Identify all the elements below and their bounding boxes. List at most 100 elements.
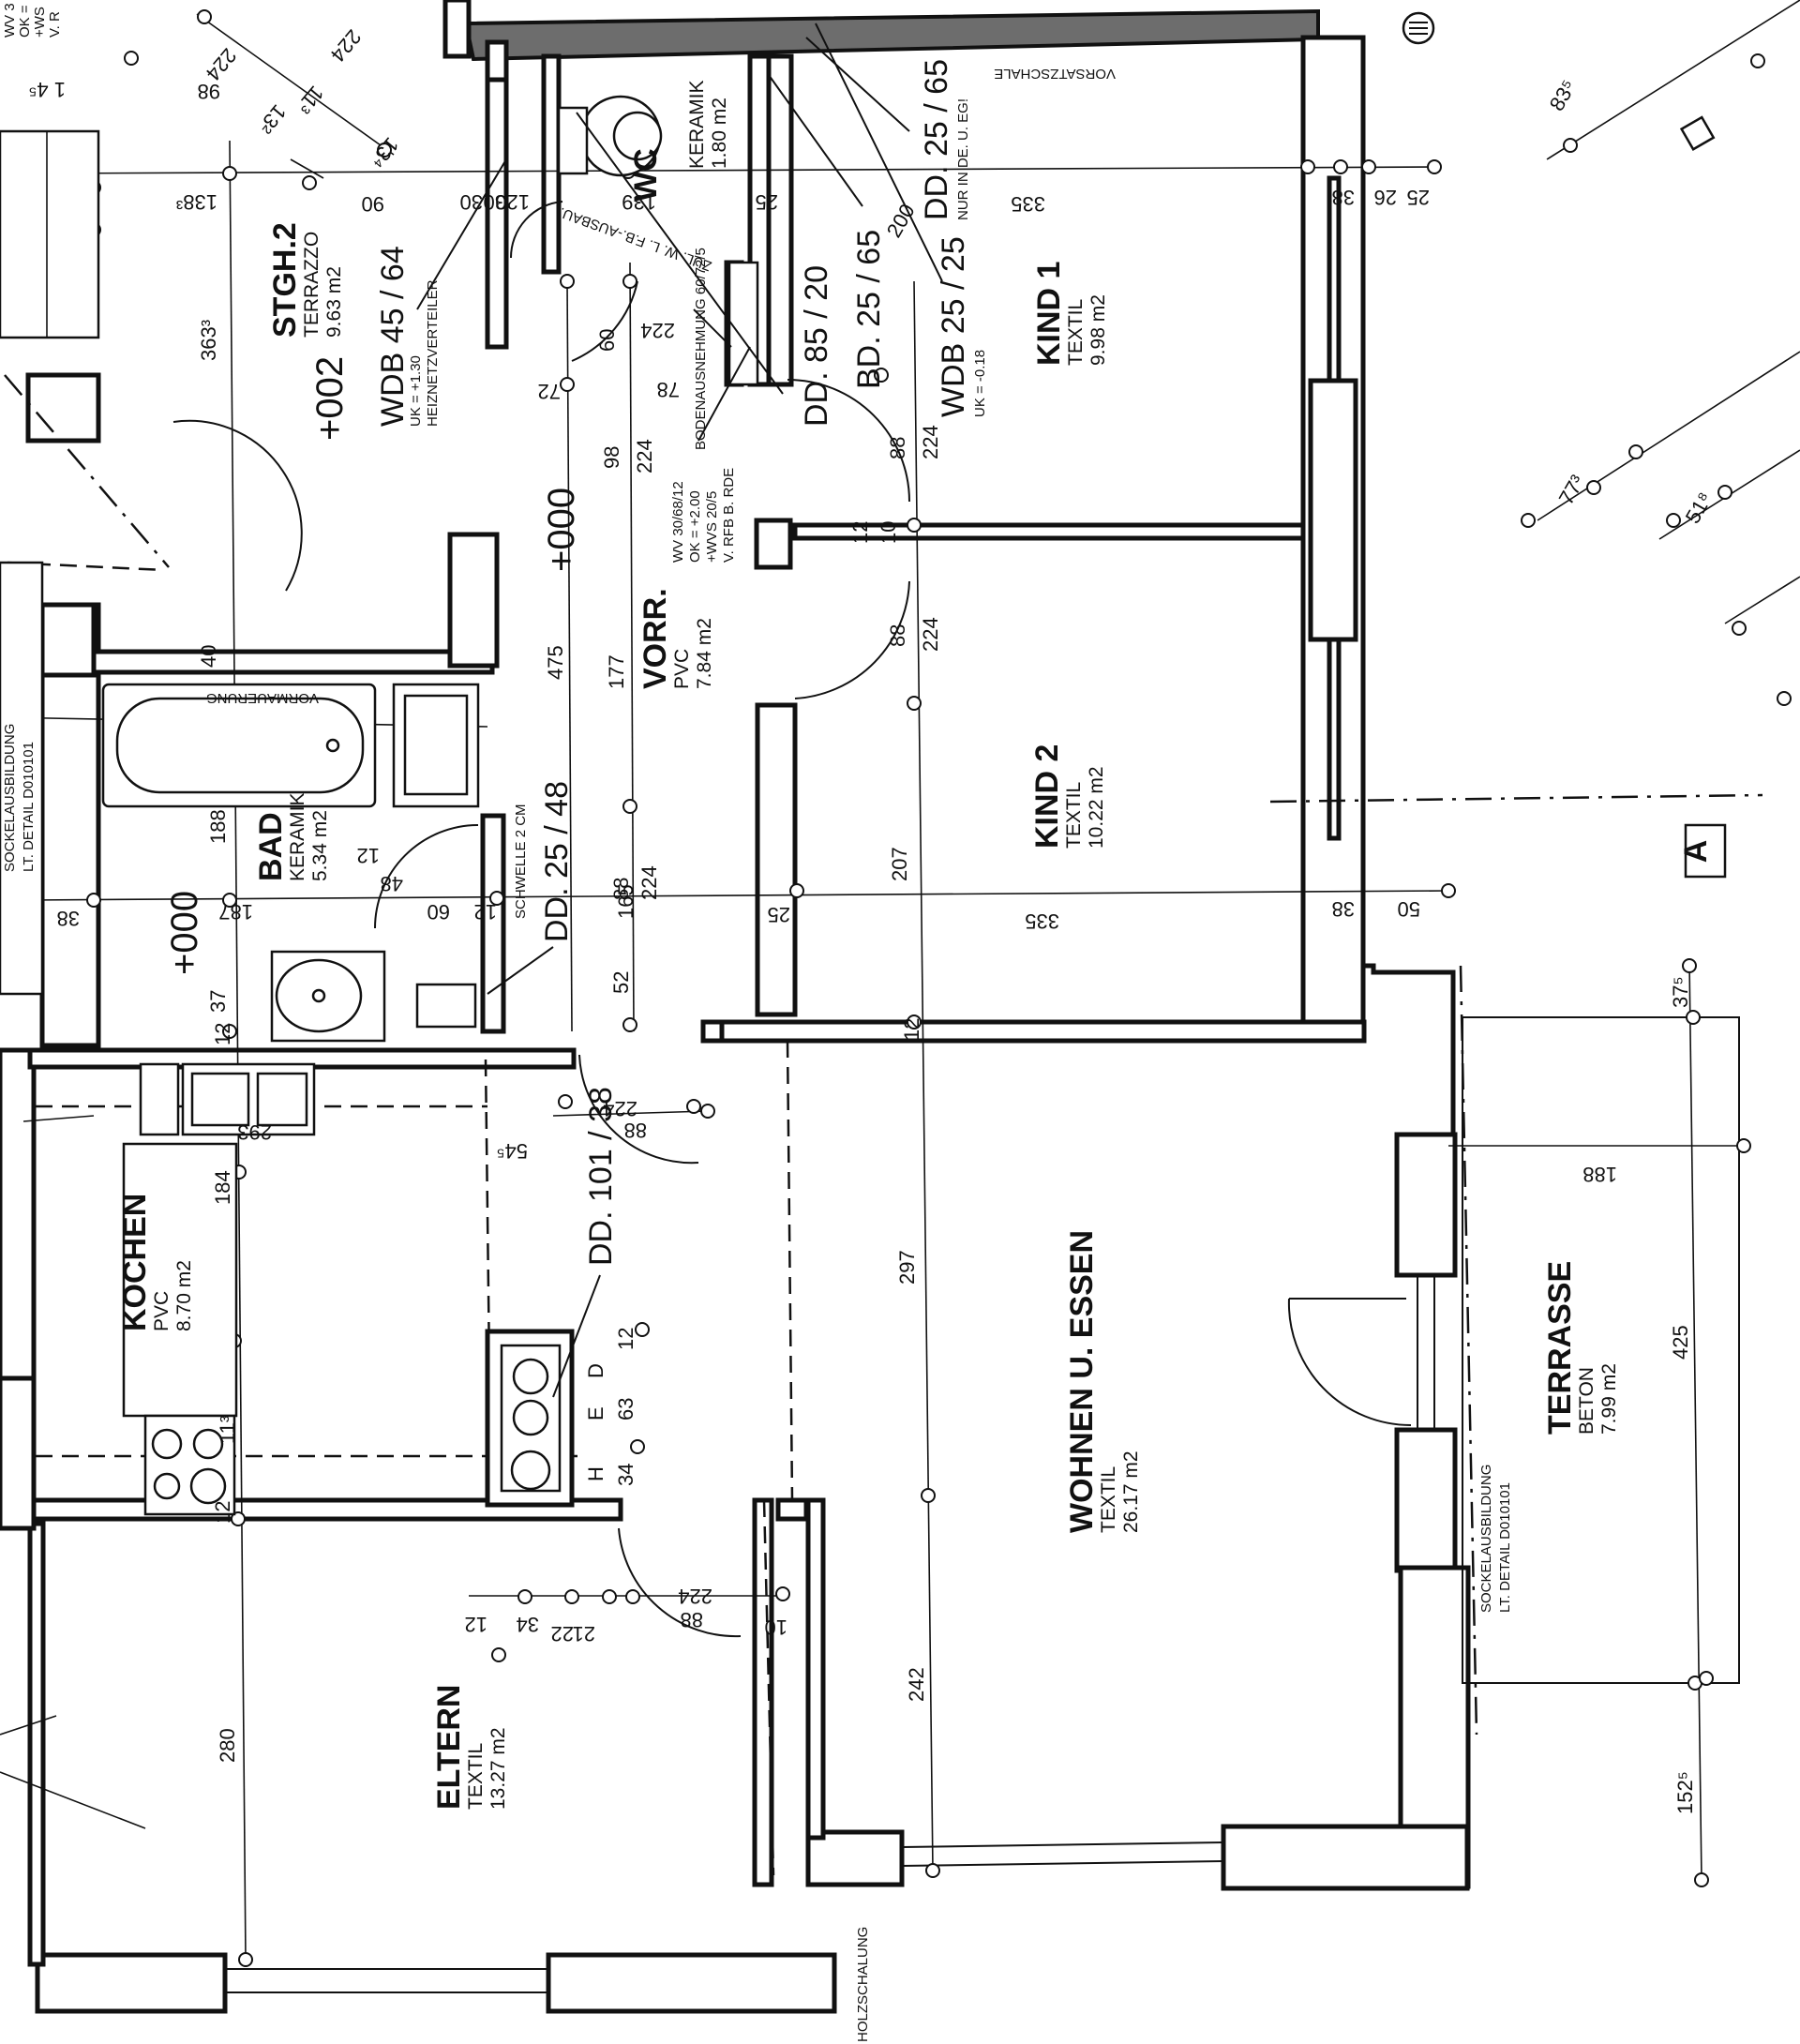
- dim-224: 224: [678, 1585, 712, 1608]
- note-sockel-left: SOCKELAUSBILDUNG LT. DETAIL D010101: [2, 724, 37, 872]
- opening-dd2548-note: SCHWELLE 2 CM: [513, 804, 529, 919]
- room-wc-info: KERAMIK 1.80 m2: [686, 80, 730, 169]
- door-kind2: [794, 580, 910, 699]
- leader-dd101: [552, 1274, 601, 1398]
- door-terrace: [1287, 1298, 1412, 1426]
- dim-12d: 12: [211, 1501, 234, 1524]
- dim-34: 34: [517, 1613, 539, 1636]
- dim-10: 10: [765, 1616, 788, 1639]
- wall-bottom-wohnen-left: [805, 1829, 905, 1887]
- room-area: 9.63 m2: [323, 266, 345, 338]
- door-vorr-upper: [571, 280, 638, 362]
- room-vorr: VORR. PVC 7.84 m2: [638, 588, 715, 689]
- dim-113: 11³: [216, 1416, 239, 1444]
- note-holzschalung: HOLZSCHALUNG: [855, 1927, 871, 2042]
- room-area: 8.70 m2: [173, 1260, 195, 1331]
- dim-25: 25: [756, 190, 778, 214]
- wall-kind-bottom: [700, 1019, 1367, 1044]
- dim-90: 90: [362, 192, 384, 216]
- dim-224: 224: [603, 1097, 638, 1120]
- wall-bad-top: [91, 649, 495, 675]
- dim-60: 60: [428, 900, 450, 924]
- kitchen-drainer: [139, 1062, 180, 1136]
- dim-34: 34: [614, 1464, 638, 1486]
- dim-293: 293: [237, 1120, 272, 1144]
- opening-label: DD. 25 / 48: [539, 781, 575, 942]
- dim-26: 26: [1374, 186, 1397, 209]
- door-eltern: [618, 1527, 742, 1638]
- shaft-square: [754, 518, 793, 570]
- room-name: BAD: [253, 812, 289, 881]
- dim-line-h2: [27, 890, 1449, 901]
- dim-52: 52: [609, 971, 633, 994]
- level-bad: +000: [164, 891, 205, 975]
- room-name: VORR.: [638, 588, 673, 689]
- dim-88: 88: [681, 1608, 703, 1631]
- window-kind2-frame: [1327, 637, 1342, 841]
- wc-bowl-inner: [612, 111, 663, 161]
- window-wohnen-bottom2: [901, 1860, 1224, 1867]
- wall-stgh-left: [25, 372, 101, 443]
- svg-text:H: H: [584, 1466, 608, 1481]
- dim-12: 12: [900, 1018, 923, 1041]
- dim-188: 188: [206, 809, 230, 844]
- room-name: KIND 2: [1029, 744, 1065, 849]
- level-vorr: +000: [541, 488, 582, 572]
- wc-tank: [557, 106, 589, 175]
- note-line: SOCKELAUSBILDUNG: [1478, 1465, 1494, 1613]
- dim-line-h1: [46, 166, 1440, 174]
- dim-363: 363³: [197, 320, 220, 361]
- wall-bottom-eltern-left: [35, 1952, 228, 2014]
- note-line: WV 30/68/12: [670, 481, 686, 563]
- room-name: KOCHEN: [117, 1194, 153, 1331]
- dim-12: 12: [614, 1328, 638, 1350]
- opening-wdb45: WDB 45 / 64 UK = +1.30 HEIZNETZVERTEILER: [375, 246, 441, 427]
- dim-545: 54⁵: [496, 1139, 528, 1163]
- room-stgh2: STGH.2 TERRAZZO 9.63 m2: [267, 222, 345, 338]
- leader-dd25-65: [805, 37, 910, 132]
- dim-30: 30: [484, 190, 506, 214]
- wall-wc-inner: [541, 53, 562, 275]
- note-vorsatzschale: VORSATZSCHALE: [994, 66, 1116, 82]
- svg-text:D: D: [584, 1363, 608, 1378]
- kitchen-sink-basin1: [190, 1072, 250, 1127]
- leader-boden: [693, 308, 732, 348]
- wall-bottom-wohnen: [1221, 1824, 1470, 1891]
- dim-12c: 12: [211, 1023, 234, 1045]
- opening-dd2565: DD. 25 / 65 NUR IN DE. U. EG!: [919, 59, 971, 220]
- section-label: A: [1678, 840, 1714, 864]
- note-line: LT. DETAIL D010101: [1497, 1482, 1513, 1613]
- dash-line-1: [762, 1499, 775, 1876]
- room-kind1: KIND 1 TEXTIL 9.98 m2: [1031, 262, 1109, 366]
- dim-78: 78: [657, 378, 680, 401]
- room-material: PVC: [151, 1291, 172, 1331]
- room-material: TERRAZZO: [301, 232, 322, 338]
- dim-line-v4: [913, 280, 934, 1871]
- note-topleft: WV 3 OK = +WS V. R: [2, 3, 63, 38]
- room-name: WC: [628, 148, 664, 202]
- dim-335: 335: [1011, 192, 1045, 216]
- room-name: TERRASSE: [1542, 1261, 1578, 1435]
- wall-top-stub: [442, 0, 472, 59]
- dim-188: 188: [1582, 1163, 1617, 1186]
- room-material: TEXTIL: [1065, 299, 1087, 366]
- note-line: WV 3: [2, 3, 18, 38]
- dim-98: 98: [600, 446, 623, 469]
- wall-stgh-right: [447, 532, 500, 669]
- door-kind1: [787, 379, 910, 503]
- door-bad: [374, 824, 479, 929]
- dim-line-diag7: [0, 1715, 57, 1736]
- wall-left-eltern: [27, 1521, 46, 1967]
- room-terrasse: TERRASSE BETON 7.99 m2: [1542, 1261, 1620, 1435]
- dim-25: 25: [1407, 186, 1430, 209]
- axis-line-a: [1269, 793, 1763, 804]
- radiator-bad: [415, 983, 477, 1029]
- burner-2: [192, 1428, 224, 1460]
- dim-38: 38: [1332, 186, 1355, 209]
- room-name: WOHNEN U. ESSEN: [1064, 1230, 1100, 1533]
- dim-line-diag5: [196, 13, 395, 156]
- room-name: STGH.2: [267, 222, 303, 338]
- leader-wdb45: [416, 158, 507, 310]
- burner-1: [151, 1428, 183, 1460]
